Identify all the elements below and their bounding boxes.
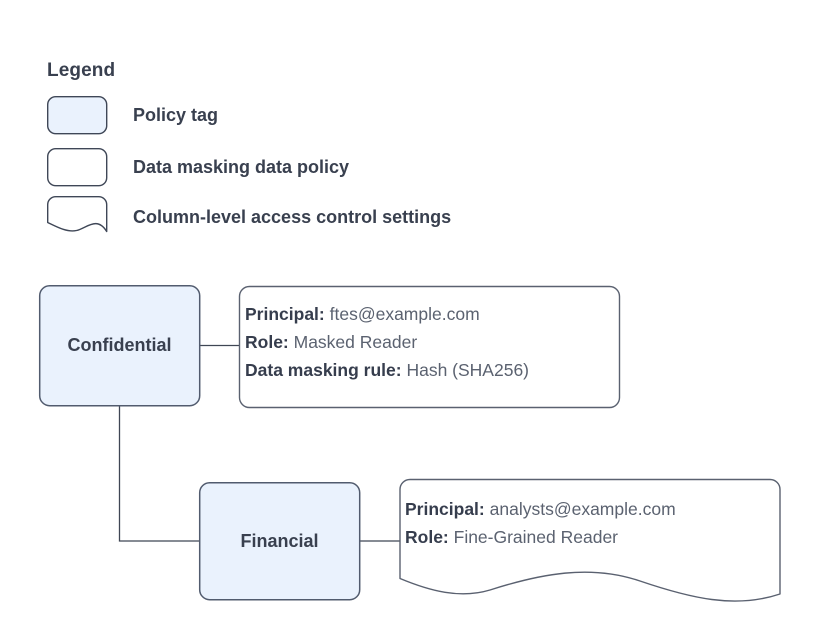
node-financial-shape[interactable] — [198, 481, 361, 601]
legend-swatch-column-access-settings — [47, 196, 108, 233]
node-confidential-label: Confidential — [67, 335, 172, 355]
node-confidential[interactable]: Confidential — [39, 285, 200, 406]
node-financial[interactable]: Financial — [199, 482, 360, 600]
callout-row-masking-rule-label: Data masking rule: — [245, 360, 402, 380]
callout-financial-access-control-text: Principal: analysts@example.com Role: Fi… — [405, 495, 676, 551]
callout-row-principal-label: Principal: — [245, 304, 325, 324]
callout2-row-role: Role: Fine-Grained Reader — [405, 523, 676, 551]
connector-confidential-to-financial — [118, 406, 199, 542]
callout2-row-principal-label: Principal: — [405, 499, 485, 519]
legend-item-column-access-settings-label: Column-level access control settings — [133, 207, 452, 227]
callout2-row-role-value: Fine-Grained Reader — [453, 527, 619, 547]
callout-row-masking-rule: Data masking rule: Hash (SHA256) — [245, 356, 529, 384]
callout-row-masking-rule-value: Hash (SHA256) — [406, 360, 530, 380]
callout-confidential-data-policy-shape — [238, 285, 621, 409]
callout-row-role-label: Role: — [245, 332, 289, 352]
callout2-row-role-label: Role: — [405, 527, 449, 547]
node-confidential-shape[interactable] — [38, 284, 201, 407]
callout2-row-principal-value: analysts@example.com — [489, 499, 676, 519]
legend-swatch-data-masking-policy — [47, 147, 108, 187]
callout-row-role: Role: Masked Reader — [245, 328, 529, 356]
legend-item-policy-tag-label: Policy tag — [133, 105, 219, 125]
legend-title: Legend — [47, 60, 116, 81]
callout-row-role-value: Masked Reader — [293, 332, 418, 352]
callout2-row-principal: Principal: analysts@example.com — [405, 495, 676, 523]
callout-row-principal: Principal: ftes@example.com — [245, 300, 529, 328]
callout-row-principal-value: ftes@example.com — [329, 304, 480, 324]
callout-confidential-data-policy-text: Principal: ftes@example.com Role: Masked… — [245, 300, 529, 384]
legend-item-data-masking-policy-label: Data masking data policy — [133, 157, 350, 177]
legend-swatch-policy-tag — [47, 95, 108, 135]
node-financial-label: Financial — [240, 530, 319, 551]
callout-financial-access-control-shape — [399, 478, 781, 602]
